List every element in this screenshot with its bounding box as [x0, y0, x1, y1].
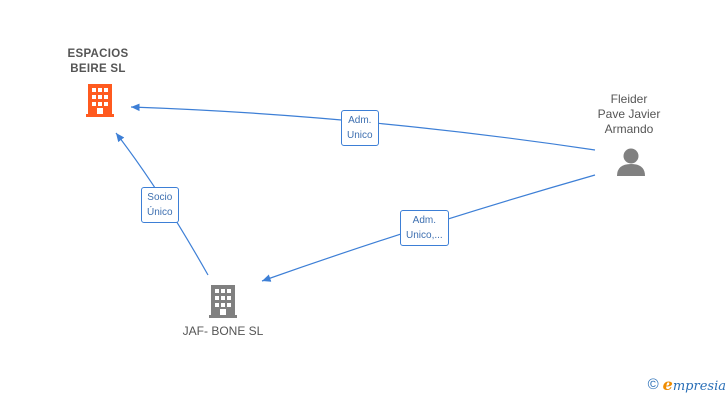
building-icon[interactable]	[209, 285, 237, 318]
edge-label-socio-unico: Socio Único	[141, 187, 179, 223]
edge-label-adm-unico: Adm. Unico	[341, 110, 379, 146]
node-label-jaf-bone[interactable]: JAF- BONE SL	[182, 324, 264, 338]
node-label-fleider[interactable]: Fleider Pave Javier Armando	[597, 92, 661, 136]
empresia-watermark: © empresia	[648, 375, 726, 394]
edge-label-adm-unico-etc: Adm. Unico,...	[400, 210, 449, 246]
node-label-espacios-beire[interactable]: ESPACIOS BEIRE SL	[67, 48, 129, 75]
person-icon[interactable]	[617, 148, 645, 177]
copyright-icon: ©	[647, 376, 659, 393]
building-icon[interactable]	[86, 84, 114, 117]
brand-logo: empresia	[662, 375, 726, 394]
